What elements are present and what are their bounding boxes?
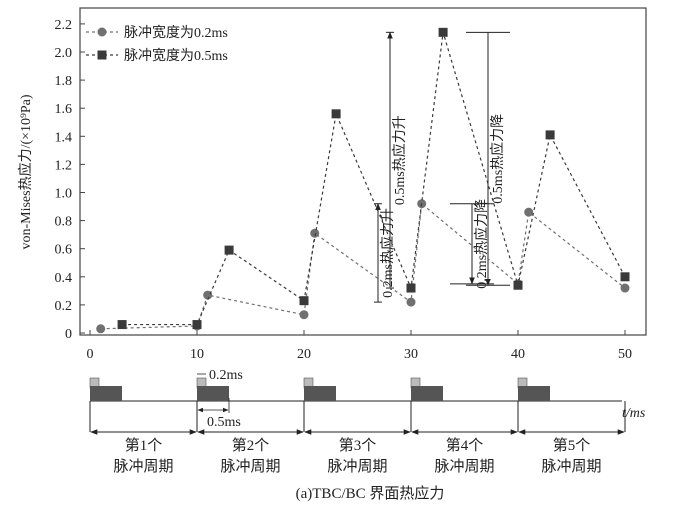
pulse-0.5ms — [518, 386, 550, 401]
series-line — [122, 32, 626, 326]
period-label: 脉冲周期 — [220, 458, 280, 475]
pulse-0.5ms — [411, 386, 443, 401]
data-point-0.2ms — [310, 228, 320, 238]
data-point-0.5ms — [224, 245, 234, 255]
stress-annotations: 0.2ms热应力升 0.2ms热应力降 0.5ms热应力升 0.5ms热应力降 — [374, 31, 510, 303]
data-series — [96, 27, 630, 334]
x-tick-label: 0 — [87, 347, 94, 362]
legend-marker-0.5ms — [97, 50, 107, 60]
data-point-0.5ms — [513, 280, 523, 290]
legend-label-0.2ms: 脉冲宽度为0.2ms — [124, 24, 228, 41]
y-tick-label: 0 — [65, 327, 72, 342]
x-tick-label: 10 — [190, 347, 204, 362]
data-point-0.2ms — [203, 290, 213, 300]
y-tick-label: 1.4 — [55, 130, 73, 145]
period-label: 脉冲周期 — [434, 458, 494, 475]
x-tick-label: 30 — [404, 347, 418, 362]
period-label: 脉冲周期 — [327, 458, 387, 475]
period-label: 第3个 — [339, 436, 377, 454]
data-point-0.5ms — [620, 272, 630, 282]
period-label: 脉冲周期 — [113, 458, 173, 475]
y-tick-label: 2.0 — [55, 46, 73, 61]
pulse-0.5ms — [197, 386, 229, 401]
y-tick-label: 1.0 — [55, 187, 73, 202]
chart-caption: (a)TBC/BC 界面热应力 — [296, 484, 445, 502]
period-label: 第1个 — [125, 436, 163, 454]
pulse-0.5ms — [304, 386, 336, 401]
data-point-0.5ms — [117, 320, 127, 330]
data-point-0.5ms — [299, 296, 309, 306]
data-point-0.2ms — [299, 310, 309, 320]
data-point-0.5ms — [545, 130, 555, 140]
y-tick-label: 0.6 — [55, 243, 73, 258]
pulse-width-label: 0.5ms — [207, 415, 241, 430]
x-tick-label: 40 — [511, 347, 525, 362]
y-tick-label: 0.4 — [55, 271, 73, 286]
x-tick-label: 20 — [297, 347, 311, 362]
pulse-0.5ms — [90, 386, 122, 401]
y-tick-label: 1.6 — [55, 102, 73, 117]
period-label: 第5个 — [553, 436, 591, 454]
data-point-0.2ms — [406, 297, 416, 307]
data-point-0.2ms — [524, 207, 534, 217]
data-point-0.2ms — [620, 283, 630, 293]
legend: 脉冲宽度为0.2ms 脉冲宽度为0.5ms — [86, 24, 228, 64]
plot-frame — [79, 7, 647, 336]
y-tick-label: 2.2 — [55, 18, 73, 33]
period-label: 第2个 — [232, 436, 270, 454]
annotation-label: 0.2ms热应力升 — [379, 208, 396, 298]
y-axis-label: von-Mises热应力/(×10⁹Pa) — [17, 94, 34, 249]
legend-marker-0.2ms — [97, 27, 107, 37]
annotation-label: 0.5ms热应力降 — [489, 114, 506, 204]
y-tick-label: 1.8 — [55, 74, 73, 89]
annotation-label: 0.2ms热应力降 — [473, 199, 490, 289]
pulse-width-label: 0.2ms — [209, 368, 243, 383]
y-tick-label: 0.8 — [55, 215, 73, 230]
series-line — [100, 202, 626, 330]
x-axis-ticks: 0 10 20 30 40 50 — [87, 330, 632, 362]
x-tick-label: 50 — [618, 347, 632, 362]
annotation-label: 0.5ms热应力升 — [391, 115, 408, 205]
y-tick-label: 0.2 — [55, 299, 73, 314]
data-point-0.5ms — [192, 320, 202, 330]
data-point-0.2ms — [96, 324, 106, 334]
period-label: 脉冲周期 — [541, 458, 601, 475]
y-tick-label: 1.2 — [55, 158, 73, 173]
y-axis-ticks: 0 0.2 0.4 0.6 0.8 1.0 1.2 1.4 1.6 1.8 2.0 2.2 — [55, 18, 85, 342]
period-label: 第4个 — [446, 436, 484, 454]
data-point-0.5ms — [406, 283, 416, 293]
timeline-axis-label: t/ms — [622, 406, 646, 421]
legend-label-0.5ms: 脉冲宽度为0.5ms — [124, 47, 228, 64]
data-point-0.5ms — [438, 27, 448, 37]
data-point-0.5ms — [331, 109, 341, 119]
